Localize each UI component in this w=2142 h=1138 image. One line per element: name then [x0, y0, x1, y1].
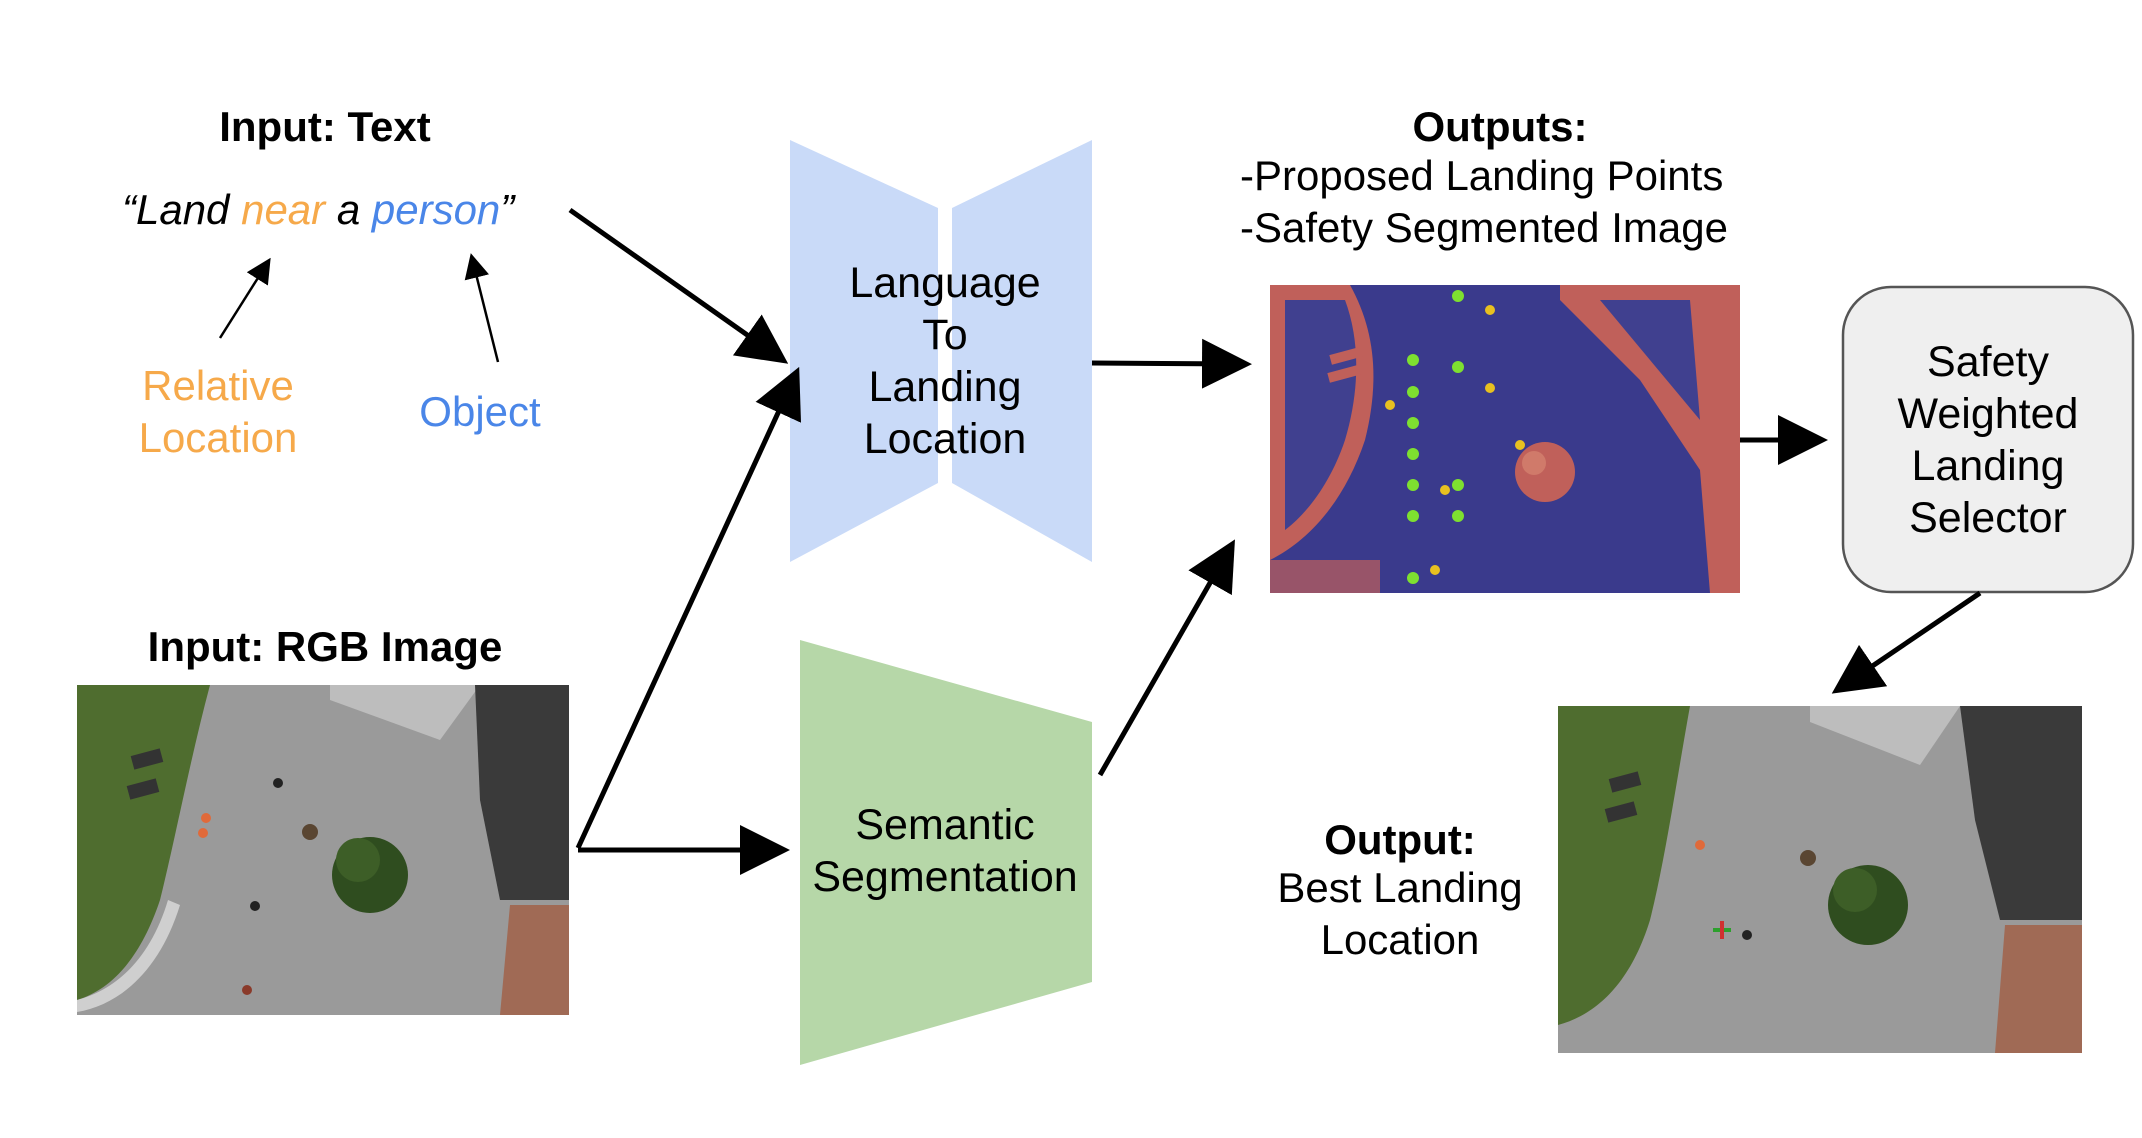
relative-location-line2: Location: [138, 414, 298, 461]
relative-location-arrow: [218, 257, 271, 339]
language-block-label: Language To Landing Location: [800, 256, 1090, 466]
selector-label: Safety Weighted Landing Selector: [1843, 287, 2133, 592]
outputs-header: Outputs:: [1412, 103, 1588, 150]
best-landing-marker: [1713, 921, 1731, 939]
prompt-close: ”: [500, 186, 515, 233]
language-to-outputs-arrow: [1091, 338, 1252, 389]
prompt-person: person: [371, 186, 501, 233]
outputs-list: -Proposed Landing Points -Safety Segment…: [1240, 150, 1760, 254]
segmentation-line1: Semantic: [855, 801, 1035, 849]
selector-line3: Landing: [1911, 441, 2065, 490]
output-landing-image: [1558, 706, 2082, 1053]
language-to-landing-block: [790, 140, 1092, 562]
relative-location-label: Relative Location: [118, 360, 318, 464]
final-output-line2: Location: [1320, 916, 1480, 963]
text-to-language-arrow: [568, 207, 789, 364]
selector-line1: Safety: [1927, 337, 2049, 386]
final-output-label: Best Landing Location: [1240, 862, 1560, 966]
segmentation-block-label: Semantic Segmentation: [800, 796, 1090, 906]
text-prompt: “Land near a person”: [122, 186, 514, 234]
outputs-item-segmented-image: -Safety Segmented Image: [1240, 204, 1728, 251]
language-line4: Location: [863, 415, 1027, 463]
outputs-item-proposed-points: -Proposed Landing Points: [1240, 152, 1724, 199]
language-line2: To: [922, 311, 968, 359]
input-rgb-image: [77, 685, 569, 1015]
object-arrow: [464, 253, 500, 363]
selector-to-output-arrow: [1831, 590, 1982, 694]
segmentation-to-outputs-arrow: [1097, 539, 1235, 777]
input-text-header: Input: Text: [219, 103, 431, 150]
input-image-header: Input: RGB Image: [147, 623, 503, 670]
image-to-language-arrow: [575, 366, 802, 850]
object-label: Object: [419, 388, 541, 435]
selector-line2: Weighted: [1897, 389, 2079, 438]
prompt-a: a: [325, 186, 372, 233]
selector-line4: Selector: [1909, 493, 2067, 542]
prompt-land: “Land: [122, 186, 242, 233]
language-line3: Landing: [868, 363, 1022, 411]
final-output-header: Output:: [1324, 816, 1476, 863]
language-block-left-half: [790, 140, 938, 562]
prompt-near: near: [241, 186, 326, 233]
segmentation-line2: Segmentation: [812, 853, 1078, 901]
relative-location-line1: Relative: [142, 362, 294, 409]
final-output-line1: Best Landing: [1277, 864, 1523, 911]
language-block-right-half: [952, 140, 1092, 562]
semantic-segmentation-block: [800, 640, 1092, 1065]
safety-segmented-image: [1270, 285, 1740, 593]
language-line1: Language: [849, 259, 1041, 307]
selector-box: [1841, 285, 2135, 594]
